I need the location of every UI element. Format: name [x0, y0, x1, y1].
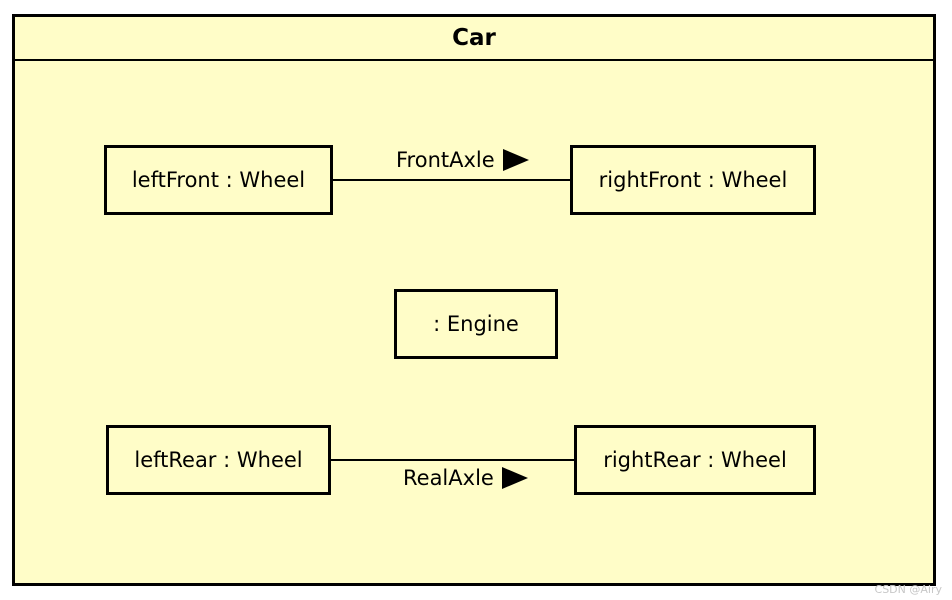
direction-arrow-icon — [502, 149, 529, 171]
node-label: leftFront : Wheel — [131, 168, 306, 192]
node-label: rightFront : Wheel — [598, 168, 788, 192]
node-label: rightRear : Wheel — [603, 448, 787, 472]
node-engine[interactable]: : Engine — [394, 289, 558, 359]
node-right-rear-wheel[interactable]: rightRear : Wheel — [574, 425, 816, 495]
watermark: CSDN @Airy — [874, 583, 942, 596]
node-left-rear-wheel[interactable]: leftRear : Wheel — [106, 425, 331, 495]
rear-axle-label-text: RealAxle — [403, 466, 494, 490]
rear-axle-label: RealAxle — [403, 466, 528, 490]
node-left-front-wheel[interactable]: leftFront : Wheel — [104, 145, 333, 215]
node-label: leftRear : Wheel — [134, 448, 303, 472]
front-axle-label-text: FrontAxle — [396, 148, 495, 172]
car-container-header: Car — [15, 17, 933, 61]
container-title: Car — [452, 25, 496, 51]
node-right-front-wheel[interactable]: rightFront : Wheel — [570, 145, 816, 215]
front-axle-label: FrontAxle — [396, 148, 529, 172]
node-label: : Engine — [433, 312, 519, 336]
direction-arrow-icon — [501, 467, 528, 489]
